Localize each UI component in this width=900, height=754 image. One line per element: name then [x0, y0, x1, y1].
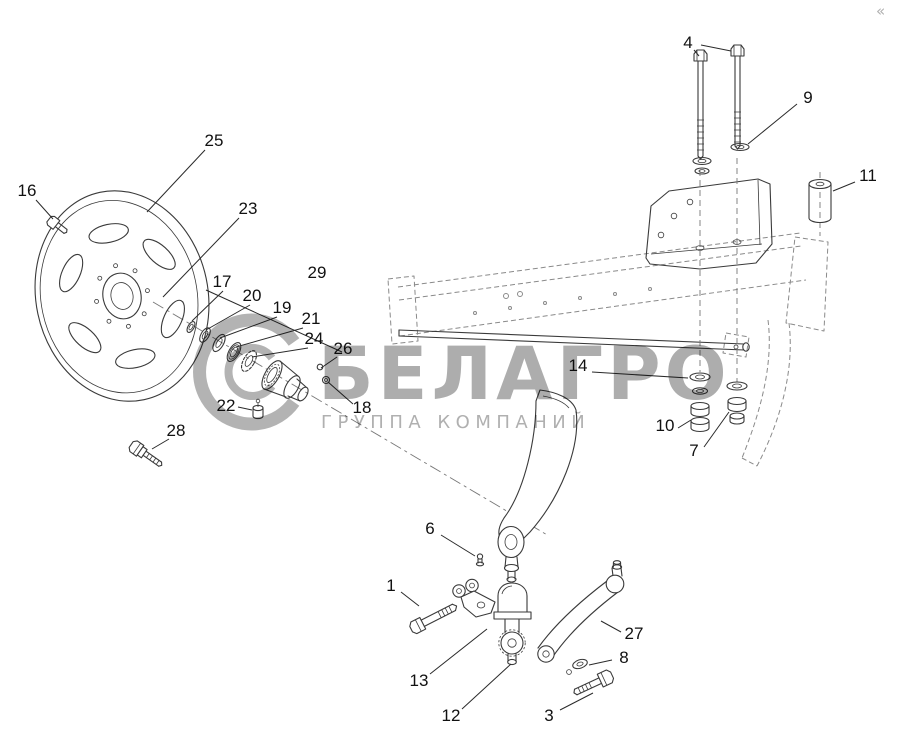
callout-29: 29 [308, 263, 327, 282]
callout-11: 11 [859, 166, 877, 185]
callout-4: 4 [683, 33, 692, 52]
washer-set-top [692, 142, 750, 175]
callout-19: 19 [273, 298, 292, 317]
callout-28: 28 [167, 421, 186, 440]
callout-13: 13 [410, 671, 429, 690]
callout-1: 1 [386, 576, 395, 595]
clamp-bracket [452, 578, 496, 618]
ring-18 [321, 375, 331, 385]
callout-17: 17 [213, 272, 232, 291]
callout-3: 3 [544, 706, 553, 725]
washer-nut-stack-right [726, 381, 748, 425]
watermark-brand-text: БЕЛАГРО [318, 332, 731, 417]
callout-20: 20 [243, 286, 262, 305]
callout-25: 25 [205, 131, 224, 150]
watermark-corner-mark: « [876, 2, 885, 20]
callout-27: 27 [625, 624, 644, 643]
watermark-logo [193, 313, 300, 431]
callout-9: 9 [803, 88, 812, 107]
ring-17 [186, 321, 196, 333]
callout-6: 6 [425, 519, 434, 538]
callout-14: 14 [569, 356, 588, 375]
callout-8: 8 [619, 648, 628, 667]
bolt-pair-top [693, 44, 745, 160]
disc-hub-flange [94, 263, 150, 329]
hub-cap [252, 398, 264, 420]
callout-23: 23 [239, 199, 258, 218]
kingpin-adjuster [493, 582, 532, 666]
callout-21: 21 [302, 309, 321, 328]
exploded-axis-line [152, 301, 550, 537]
frame-beam-ghost [387, 232, 807, 345]
callout-10: 10 [656, 416, 675, 435]
callout-16: 16 [18, 181, 37, 200]
grease-fitting [128, 440, 163, 467]
disc-wheel [34, 190, 210, 402]
link-washer [572, 658, 588, 670]
washer-nut-stack-left [689, 372, 711, 433]
link-bolt [573, 669, 615, 696]
callout-12: 12 [442, 706, 461, 725]
hub-body [261, 360, 309, 402]
link-ring [566, 669, 572, 675]
link-arm [537, 560, 625, 663]
callout-24: 24 [305, 329, 324, 348]
clamp-bolt [409, 603, 458, 635]
callout-18: 18 [353, 398, 372, 417]
callout-7: 7 [689, 441, 698, 460]
watermark: БЕЛАГРО ГРУППА КОМПАНИЙ « [193, 2, 885, 433]
grease-nipple [475, 553, 485, 567]
pivot-rod [398, 329, 750, 352]
callout-26: 26 [334, 339, 353, 358]
frame-shank-ghost [722, 236, 829, 467]
spacer-bushing [808, 172, 832, 236]
mounting-bracket-plate [645, 178, 773, 270]
watermark-subtitle-text: ГРУППА КОМПАНИЙ [321, 411, 590, 433]
